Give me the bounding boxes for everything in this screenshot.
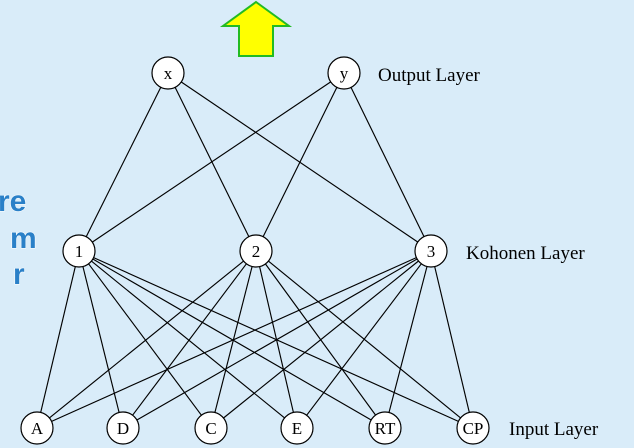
edge-2-A: [49, 260, 244, 419]
edge-1-E: [91, 260, 285, 419]
edge-3-RT: [388, 266, 428, 413]
kohonen-node-1: 1: [62, 234, 96, 268]
node-circle: [194, 411, 228, 445]
node-circle: [414, 234, 448, 268]
node-label: CP: [463, 419, 484, 438]
node-label: 2: [252, 242, 261, 261]
input-node-A: A: [20, 411, 54, 445]
kohonen-node-3: 3: [414, 234, 448, 268]
input-node-CP: CP: [456, 411, 490, 445]
output-node-y: y: [327, 56, 361, 90]
node-label: x: [164, 64, 173, 83]
node-label: 3: [427, 242, 436, 261]
input-node-C: C: [194, 411, 228, 445]
input-node-E: E: [280, 411, 314, 445]
edge-1-C: [88, 263, 202, 416]
edge-1-D: [82, 266, 120, 413]
edge-1-RT: [92, 258, 372, 421]
side-text-line-3: r: [13, 258, 25, 291]
up-arrow-icon: [219, 0, 293, 57]
edge-y-1: [91, 81, 332, 243]
edge-2-D: [132, 263, 247, 416]
side-text-line-1: re: [0, 185, 26, 218]
edge-3-E: [306, 263, 422, 416]
output-node-x: x: [151, 56, 185, 90]
edge-1-A: [40, 266, 76, 413]
node-label: C: [205, 419, 216, 438]
node-circle: [239, 234, 273, 268]
edge-y-3: [350, 87, 425, 237]
node-label: RT: [375, 419, 396, 438]
node-circle: [327, 56, 361, 90]
edge-y-2: [262, 87, 338, 237]
node-circle: [280, 411, 314, 445]
edge-3-D: [136, 258, 418, 421]
node-circle: [456, 411, 490, 445]
node-circle: [368, 411, 402, 445]
edge-x-1: [85, 87, 162, 237]
node-label: D: [117, 419, 129, 438]
node-label: A: [31, 419, 44, 438]
edge-3-A: [51, 257, 417, 422]
input-layer-label: Input Layer: [509, 419, 599, 440]
output-layer-label: Output Layer: [378, 65, 481, 86]
side-text-fragment: re m r: [0, 185, 37, 292]
node-label: y: [340, 64, 349, 83]
node-label: 1: [75, 242, 84, 261]
edge-3-C: [223, 260, 419, 419]
input-node-RT: RT: [368, 411, 402, 445]
kohonen-node-2: 2: [239, 234, 273, 268]
side-text-line-2: m: [10, 222, 37, 255]
node-circle: [62, 234, 96, 268]
edge-3-CP: [434, 266, 470, 413]
connection-lines: [40, 81, 470, 422]
input-node-D: D: [106, 411, 140, 445]
node-circle: [151, 56, 185, 90]
node-circle: [106, 411, 140, 445]
kohonen-layer-label: Kohonen Layer: [466, 243, 585, 264]
node-circle: [20, 411, 54, 445]
node-label: E: [292, 419, 302, 438]
